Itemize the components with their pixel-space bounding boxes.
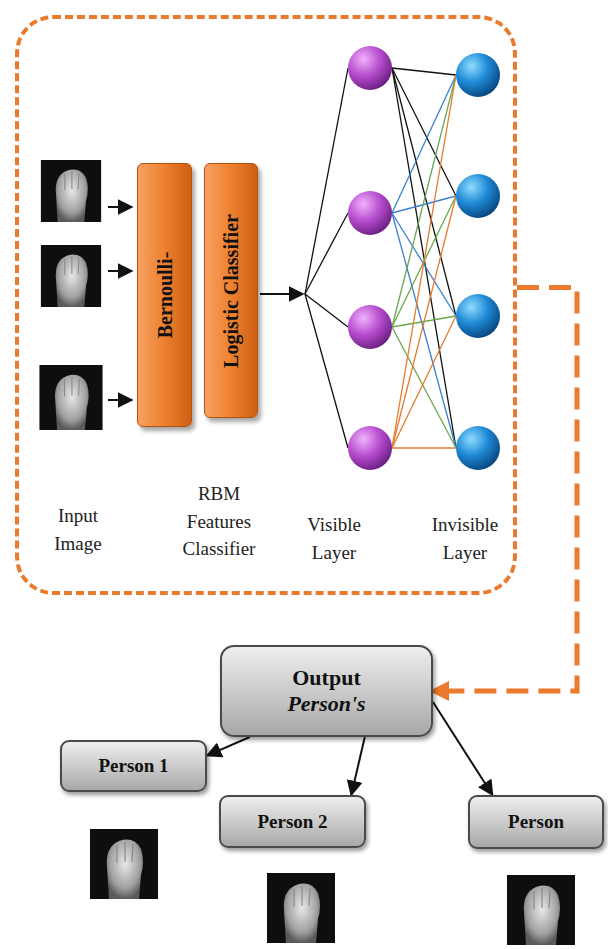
box-label: Person's xyxy=(287,691,365,717)
hand-xray-image xyxy=(41,245,101,307)
layer-connections xyxy=(392,68,456,448)
person-box: Person xyxy=(468,795,604,849)
box-label: Person 1 xyxy=(98,755,168,777)
section-caption: Invisible Layer xyxy=(422,511,508,566)
dashed-group: Input Image RBM Features Classifier Visibl… xyxy=(15,15,517,595)
hand-xray-image xyxy=(90,829,158,899)
rbm-block: Bernoulli- xyxy=(137,163,192,427)
box-label: Output xyxy=(292,665,360,691)
person-box: Person 2 xyxy=(219,795,366,848)
block-label: Logistic Classifier xyxy=(220,214,243,368)
arrow xyxy=(351,737,365,795)
hand-xray-image xyxy=(507,875,575,945)
arrow xyxy=(207,737,250,756)
input-arrow xyxy=(108,270,132,272)
fan-lines xyxy=(305,68,348,448)
section-caption: Visible Layer xyxy=(289,511,379,566)
dashed-arrow xyxy=(433,288,577,691)
hand-xray-image xyxy=(39,365,102,430)
box-label: Person xyxy=(508,811,564,833)
classifier-arrow xyxy=(260,293,303,295)
arrow xyxy=(433,702,493,795)
section-caption: RBM Features Classifier xyxy=(169,480,269,563)
visible-neurons xyxy=(348,46,392,470)
classifier-block: Logistic Classifier xyxy=(204,163,258,418)
hand-xray-image xyxy=(267,873,335,943)
hidden-neurons xyxy=(456,53,500,470)
block-label: Bernoulli- xyxy=(153,252,176,339)
output-box: OutputPerson's xyxy=(220,645,433,737)
box-label: Person 2 xyxy=(257,811,327,833)
person-box: Person 1 xyxy=(60,740,207,792)
input-arrow xyxy=(108,206,132,208)
section-caption: Input Image xyxy=(39,502,117,557)
hand-xray-image xyxy=(41,160,101,222)
input-arrow xyxy=(108,399,132,401)
